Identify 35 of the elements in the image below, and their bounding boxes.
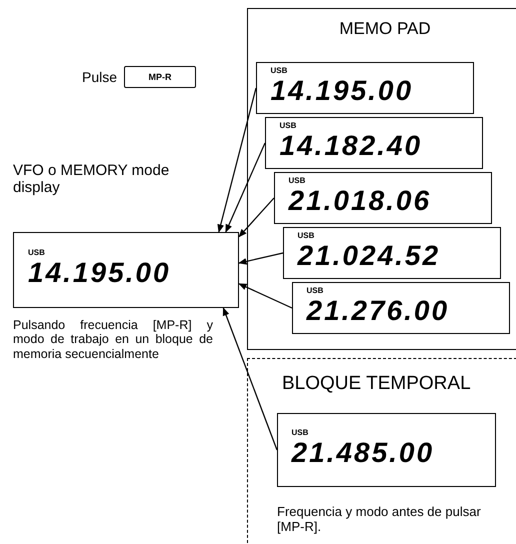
mode-label: USB — [292, 428, 310, 438]
frequency-display — [13, 232, 239, 308]
panel — [247, 358, 516, 544]
node-label: Pulsando frecuencia [MP-R] y modo de trabajo en un bloque de memoria secuencialmente — [13, 318, 213, 362]
mode-label: USB — [28, 248, 46, 258]
arrow — [217, 88, 257, 233]
frequency-display — [276, 412, 496, 486]
panel-title: MEMO PAD — [338, 19, 432, 39]
frequency-readout: 14.195.00 — [270, 76, 414, 106]
arrow — [238, 252, 284, 265]
arrow — [238, 198, 274, 238]
frequency-readout: 21.485.00 — [292, 438, 436, 468]
frequency-display — [274, 172, 492, 224]
frequency-display — [264, 116, 482, 168]
instruction-text: Pulse — [82, 69, 118, 86]
mode-label: USB — [270, 66, 288, 76]
panel-title: BLOQUE TEMPORAL — [281, 373, 472, 395]
frequency-readout: 14.182.40 — [280, 130, 424, 160]
frequency-readout: 21.276.00 — [306, 296, 450, 326]
frequency-display — [282, 226, 500, 278]
key-button: MP-R — [124, 66, 196, 88]
panel — [247, 8, 516, 350]
frequency-display — [256, 62, 474, 114]
frequency-display — [292, 282, 510, 334]
mode-label: USB — [298, 230, 316, 240]
mode-label: USB — [288, 176, 306, 186]
node-label: Frequencia y modo antes de pulsar [MP-R]. — [277, 505, 482, 535]
mode-label: USB — [280, 120, 298, 130]
arrow — [222, 307, 278, 450]
frequency-readout: 14.195.00 — [28, 258, 172, 288]
mode-label: USB — [306, 286, 324, 296]
arrow — [238, 283, 292, 309]
frequency-readout: 21.024.52 — [298, 240, 442, 270]
frequency-readout: 21.018.06 — [288, 186, 432, 216]
node-label: VFO o MEMORY mode display — [13, 162, 170, 196]
